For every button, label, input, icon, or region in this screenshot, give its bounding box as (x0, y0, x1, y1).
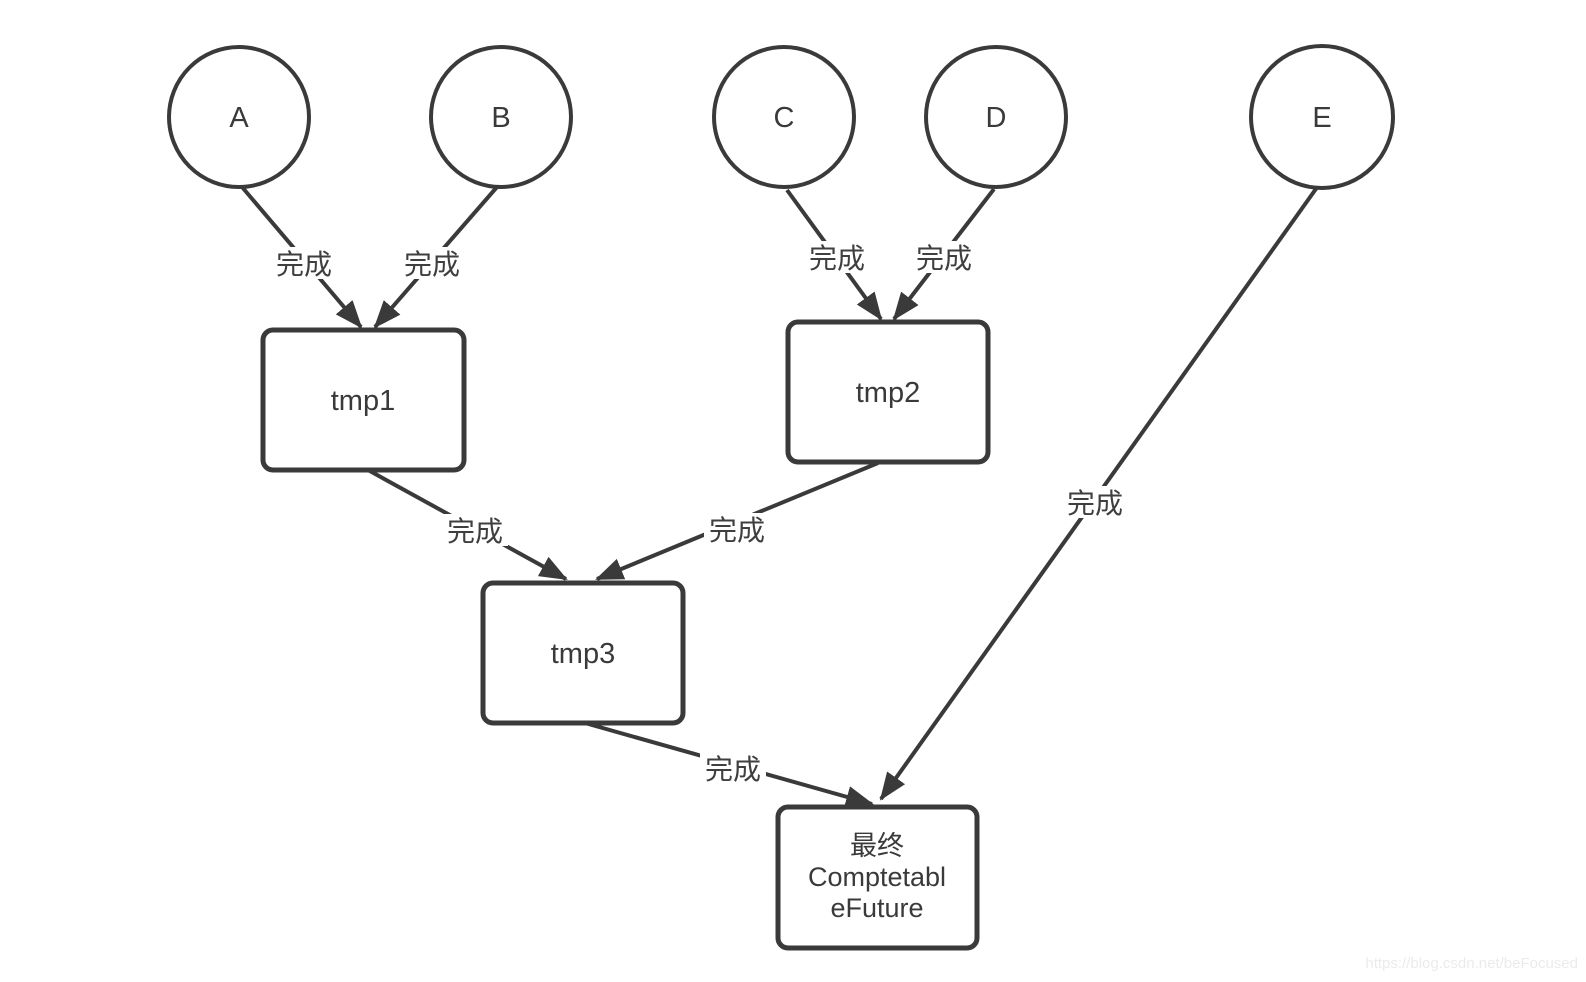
edge-label-text: 完成 (709, 515, 765, 546)
node-d-circle (924, 45, 1068, 189)
node-tmp1-box (260, 327, 467, 473)
node-final-box (775, 804, 980, 951)
node-tmp3: tmp3 (480, 580, 686, 726)
node-b: B (429, 45, 573, 189)
node-final: 最终 Comptetabl eFuture (775, 804, 980, 951)
node-tmp2-box (785, 319, 991, 465)
node-b-circle (429, 45, 573, 189)
edge-label-text: 完成 (404, 249, 460, 280)
edge-label-c-tmp2: 完成 (804, 241, 870, 274)
edge-label-text: 完成 (916, 243, 972, 274)
node-c-circle (712, 45, 856, 189)
node-a-label: A (229, 102, 249, 134)
edge-label-d-tmp2: 完成 (911, 241, 977, 274)
edge-label-b-tmp1: 完成 (399, 247, 465, 280)
node-final-label-line1: 最终 (850, 831, 904, 861)
edge-label-e-final: 完成 (1062, 486, 1128, 519)
node-e-circle (1249, 44, 1395, 190)
node-a-circle (167, 45, 311, 189)
edge-label-a-tmp1: 完成 (271, 247, 337, 280)
node-d-label: D (986, 102, 1007, 134)
edge-label-text: 完成 (276, 249, 332, 280)
edge-label-text: 完成 (447, 516, 503, 547)
node-tmp1: tmp1 (260, 327, 467, 473)
edge-label-tmp2-tmp3: 完成 (704, 513, 770, 546)
node-a: A (167, 45, 311, 189)
edge-label-tmp1-tmp3: 完成 (442, 514, 508, 547)
node-tmp2: tmp2 (785, 319, 991, 465)
node-e: E (1249, 44, 1395, 190)
node-final-label-line2: Comptetabl (808, 862, 946, 892)
node-e-label: E (1312, 102, 1331, 134)
edge-label-tmp3-final: 完成 (700, 752, 766, 785)
edge-label-text: 完成 (1067, 488, 1123, 519)
node-tmp3-box (480, 580, 686, 726)
node-c: C (712, 45, 856, 189)
node-c-label: C (774, 102, 795, 134)
node-tmp3-label: tmp3 (551, 638, 615, 670)
node-tmp2-label: tmp2 (856, 377, 920, 409)
node-b-label: B (491, 102, 510, 134)
watermark: https://blog.csdn.net/beFocused (1365, 955, 1578, 972)
edge-label-text: 完成 (809, 243, 865, 274)
node-d: D (924, 45, 1068, 189)
node-final-label-line3: eFuture (830, 893, 923, 923)
edge-label-text: 完成 (705, 754, 761, 785)
node-tmp1-label: tmp1 (331, 385, 395, 417)
